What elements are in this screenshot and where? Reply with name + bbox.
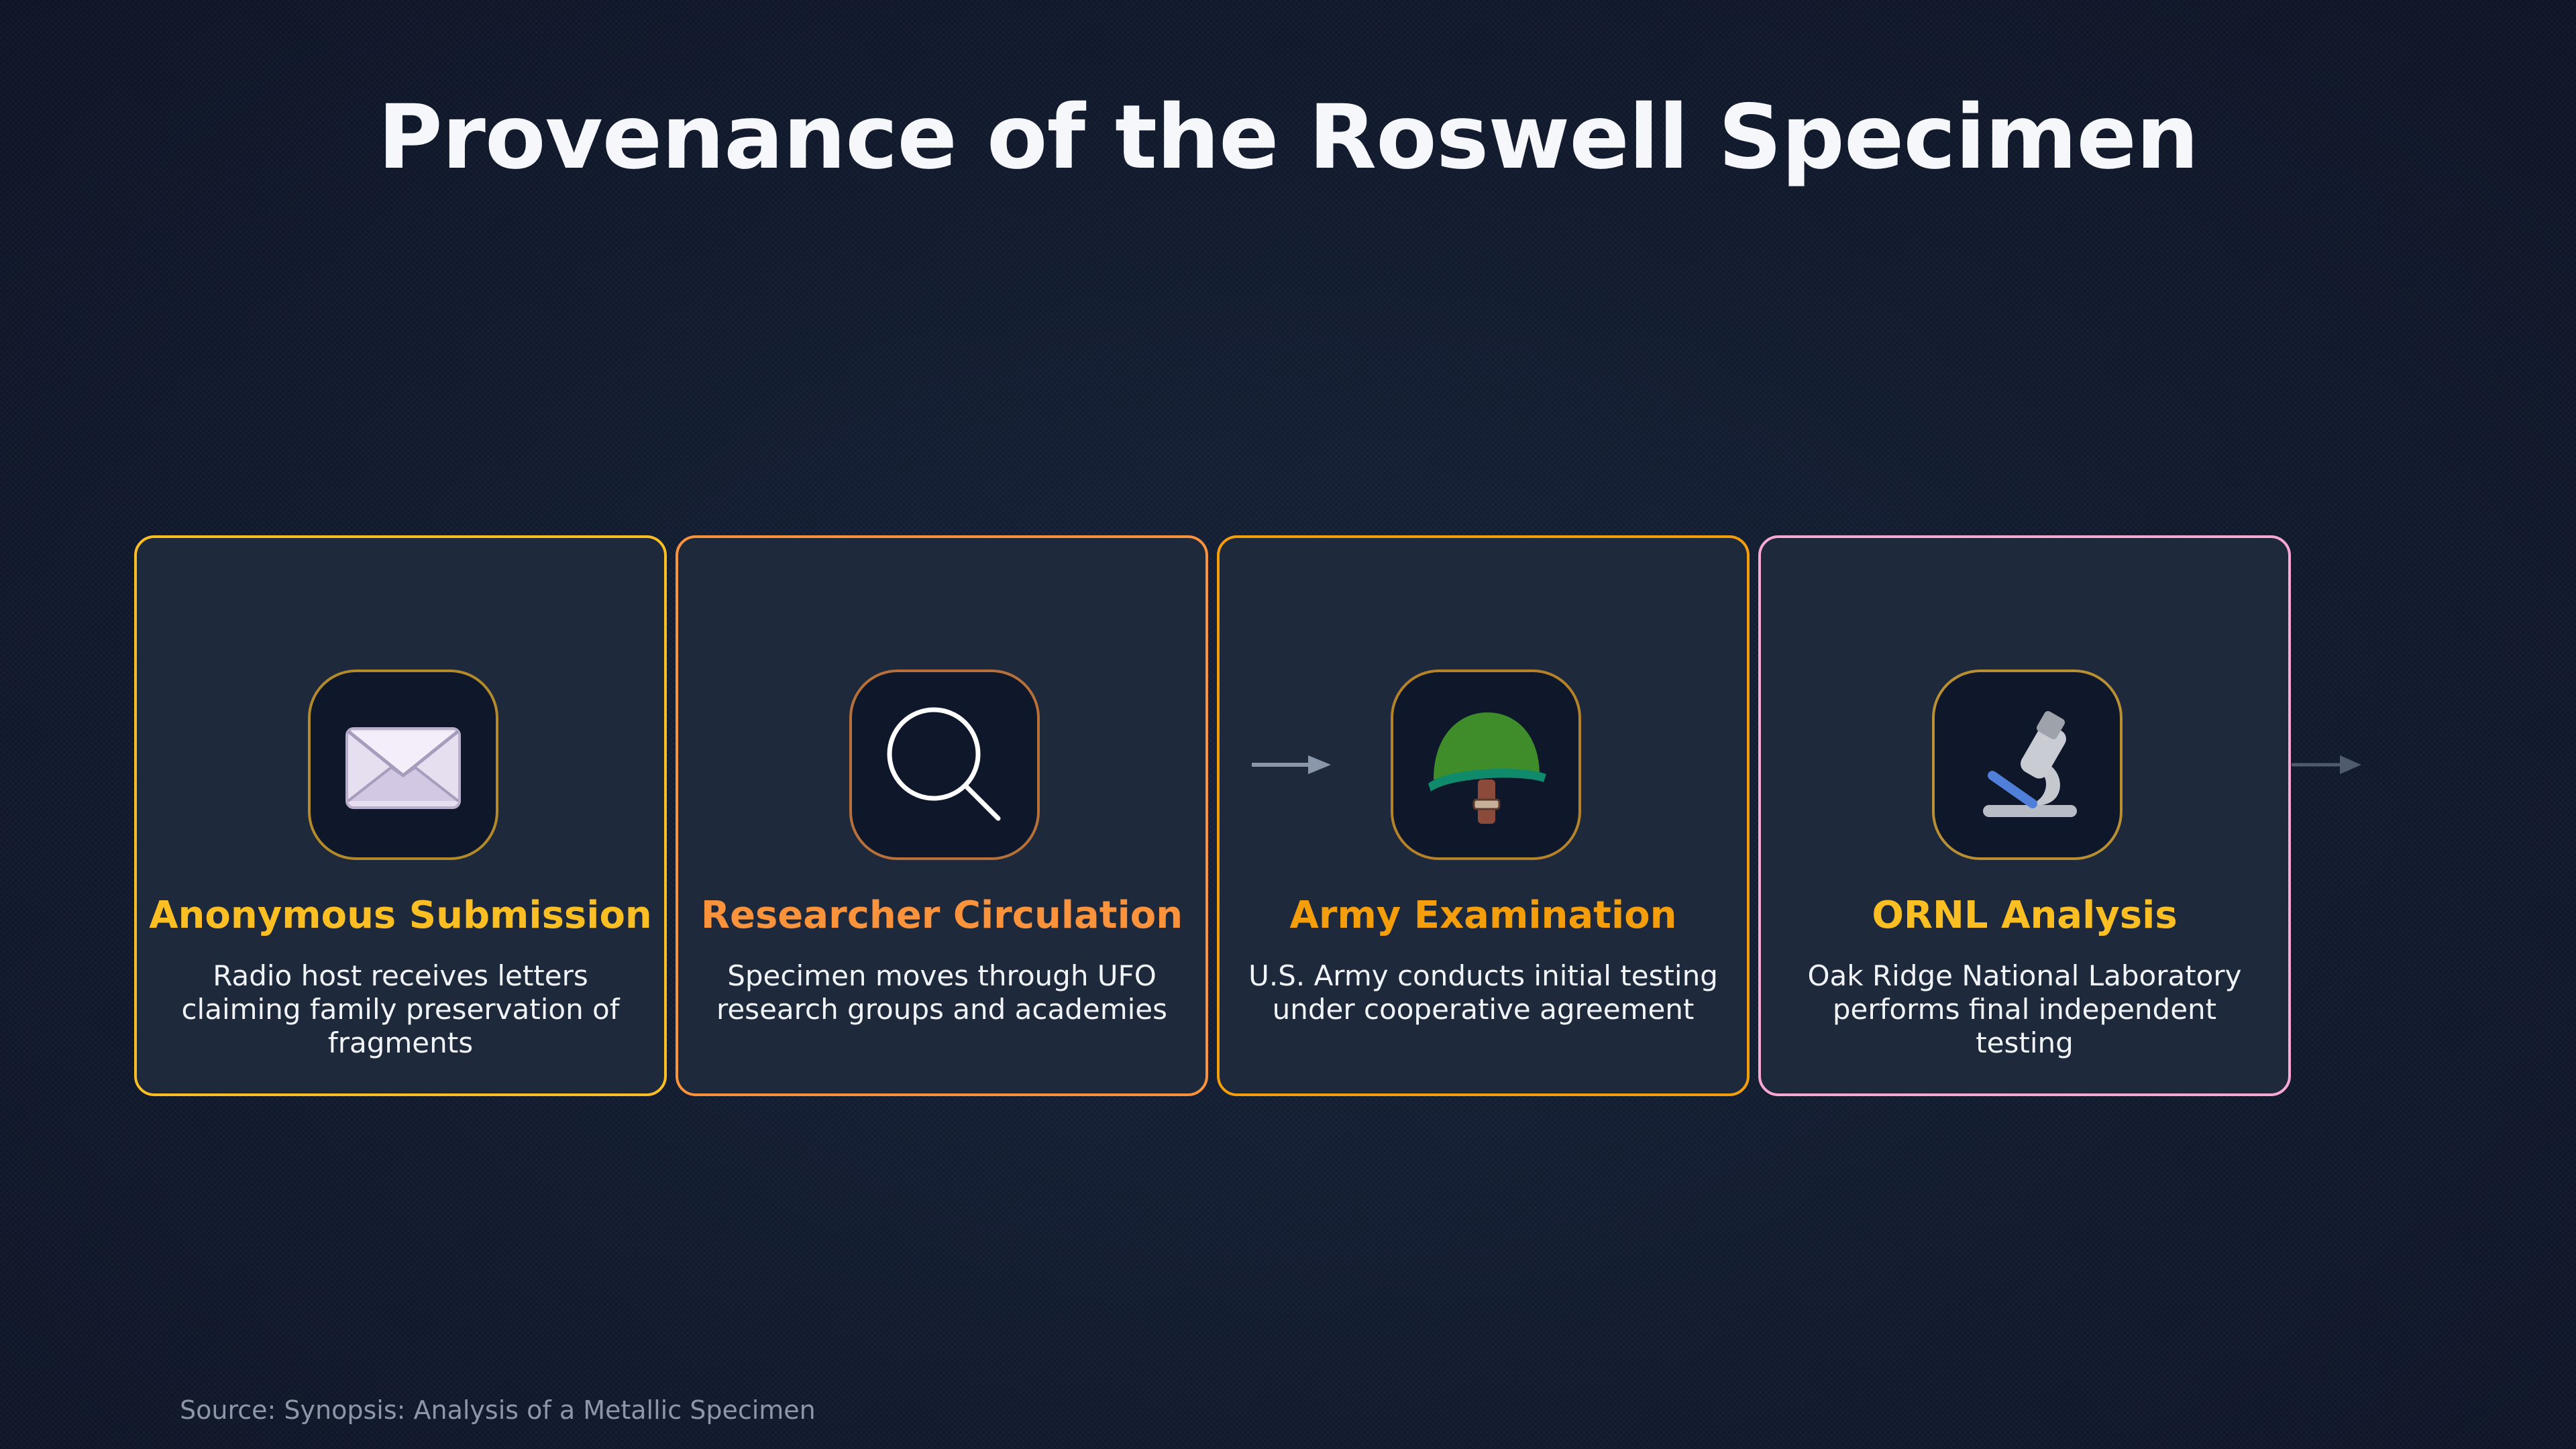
- magnifying-glass-icon: [887, 707, 1001, 821]
- icon-tile: [1932, 669, 2123, 860]
- step-title: Army Examination: [1289, 894, 1677, 937]
- step-description: Oak Ridge National Laboratory performs f…: [1807, 959, 2242, 1059]
- step-card-ornl-analysis: ORNL Analysis Oak Ridge National Laborat…: [1758, 535, 2291, 1096]
- military-helmet-icon: [1428, 712, 1546, 824]
- step-title: ORNL Analysis: [1872, 894, 2178, 937]
- step-card-anonymous-submission: Anonymous Submission Radio host receives…: [134, 535, 667, 1096]
- envelope-icon: [345, 727, 461, 809]
- step-title: Researcher Circulation: [700, 894, 1183, 937]
- step-description: U.S. Army conducts initial testing under…: [1248, 959, 1718, 1026]
- arrow-right-icon: [2292, 755, 2361, 774]
- icon-tile: [849, 669, 1040, 860]
- source-note: Source: Synopsis: Analysis of a Metallic…: [180, 1395, 816, 1425]
- step-card-researcher-circulation: Researcher Circulation Specimen moves th…: [676, 535, 1208, 1096]
- step-card-army-examination: Army Examination U.S. Army conducts init…: [1217, 535, 1750, 1096]
- arrow-right-icon: [1252, 755, 1331, 774]
- step-title: Anonymous Submission: [149, 894, 652, 937]
- page-title: Provenance of the Roswell Specimen: [378, 86, 2199, 189]
- icon-tile: [308, 669, 498, 860]
- microscope-icon: [1983, 710, 2077, 817]
- icon-tile: [1391, 669, 1581, 860]
- step-description: Specimen moves through UFO research grou…: [716, 959, 1167, 1026]
- step-description: Radio host receives letters claiming fam…: [181, 959, 620, 1059]
